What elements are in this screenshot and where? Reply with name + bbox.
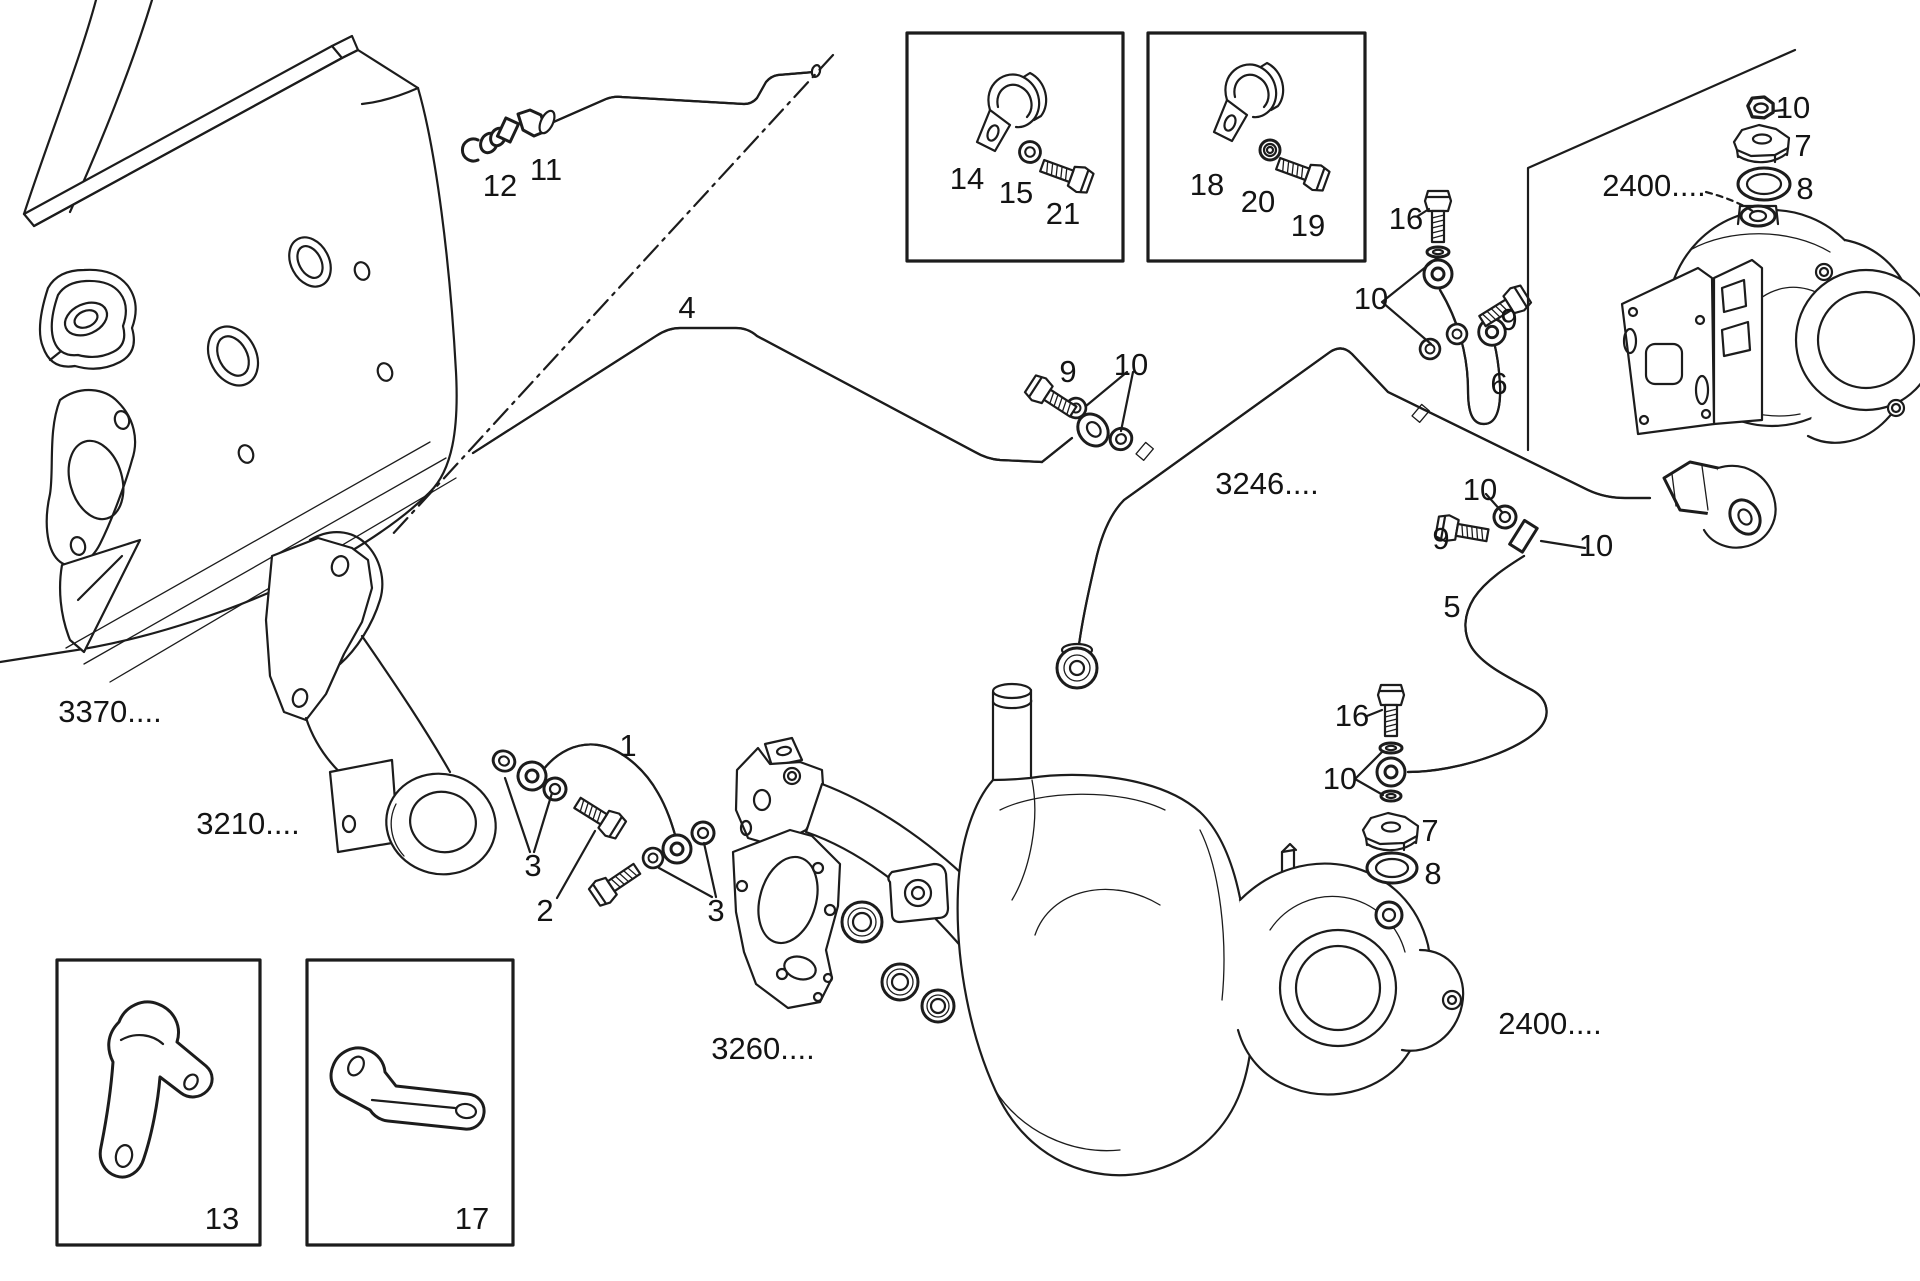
code-3370: 3370....	[58, 694, 161, 729]
callout-3-left: 3	[524, 848, 541, 883]
bolt-2-upper-drawing	[569, 790, 629, 843]
callout-10-pipe4: 10	[1114, 347, 1148, 382]
code-2400-bottom: 2400....	[1498, 1006, 1601, 1041]
callout-10-pipe5-right: 10	[1579, 528, 1613, 563]
rocker-cover-rail	[22, 44, 344, 228]
callout-21: 21	[1046, 196, 1080, 231]
pipe-4-drawing	[471, 326, 1138, 464]
plug-7-bottom-drawing	[1361, 811, 1420, 852]
ferrule-11-drawing	[495, 116, 521, 144]
callout-6: 6	[1490, 366, 1507, 401]
callout-16-top: 16	[1389, 201, 1423, 236]
callout-4: 4	[678, 290, 695, 325]
bolt-21-drawing	[1036, 152, 1096, 197]
clamp-14-drawing	[975, 71, 1048, 153]
ferrule-10-pipe5-drawing	[1508, 518, 1539, 554]
callout-5: 5	[1443, 589, 1460, 624]
clip-12-drawing	[460, 137, 480, 163]
callout-9-pipe4: 9	[1059, 354, 1076, 389]
pipe-6-drawing	[1415, 189, 1534, 426]
pipe-5-drawing	[1361, 500, 1548, 885]
callout-15: 15	[999, 175, 1033, 210]
callout-10-bottom: 10	[1323, 761, 1357, 796]
callout-8-top: 8	[1796, 171, 1813, 206]
exhaust-elbow-drawing	[264, 536, 497, 876]
inset-box-clamp-18	[1146, 31, 1367, 263]
inset-box-clamp-14	[905, 31, 1125, 263]
callout-10-pipe6: 10	[1354, 281, 1388, 316]
callout-18: 18	[1190, 167, 1224, 202]
callout-17: 17	[455, 1201, 489, 1236]
bolt-19-drawing	[1272, 150, 1332, 195]
callout-11: 11	[530, 152, 562, 187]
pipe-4-top-section-drawing	[460, 64, 822, 163]
callout-1: 1	[619, 728, 636, 763]
callout-19: 19	[1291, 208, 1325, 243]
callout-7-top: 7	[1794, 128, 1811, 163]
code-2400-top: 2400....	[1602, 168, 1705, 203]
leader-lines	[388, 48, 1797, 900]
engine-block-drawing	[0, 0, 458, 683]
nut-10-top-drawing	[1746, 95, 1775, 120]
callout-12: 12	[483, 168, 517, 203]
bolt-16-top-drawing	[1423, 189, 1453, 244]
clamp-18-drawing	[1212, 61, 1285, 143]
callout-9-pipe5: 9	[1432, 521, 1449, 556]
upper-port-hardware-drawing	[1732, 95, 1792, 202]
code-3246: 3246....	[1215, 466, 1318, 501]
callout-9-pipe6: 9	[1500, 302, 1517, 337]
inset-box-bracket-17	[305, 958, 515, 1247]
callout-20: 20	[1241, 184, 1275, 219]
turbocharger-upper-drawing	[1620, 204, 1920, 444]
plug-7-top-drawing	[1732, 123, 1791, 164]
callout-14: 14	[950, 161, 984, 196]
fitting-11-12-drawing	[460, 108, 556, 163]
callout-13: 13	[205, 1201, 239, 1236]
centerline-dash-dot	[388, 53, 835, 539]
seal-8-bottom-drawing	[1365, 851, 1419, 885]
callout-2: 2	[536, 893, 553, 928]
code-3260: 3260....	[711, 1031, 814, 1066]
turbocharger-lower-drawing	[956, 682, 1465, 1177]
pipe-1-drawing	[488, 743, 720, 910]
inset-box-bracket-13	[55, 958, 262, 1247]
seal-8-top-drawing	[1736, 166, 1792, 202]
bolt-2-lower-drawing	[586, 856, 646, 910]
callout-10-turbo-top: 10	[1776, 90, 1810, 125]
pipe-3246-drawing	[1055, 347, 1777, 690]
callout-8-bottom: 8	[1424, 856, 1441, 891]
callout-10-pipe5-upper: 10	[1463, 472, 1497, 507]
callout-7-bottom: 7	[1421, 813, 1438, 848]
callout-16-bottom: 16	[1335, 698, 1369, 733]
code-3210: 3210....	[196, 806, 299, 841]
callout-3-right: 3	[707, 893, 724, 928]
